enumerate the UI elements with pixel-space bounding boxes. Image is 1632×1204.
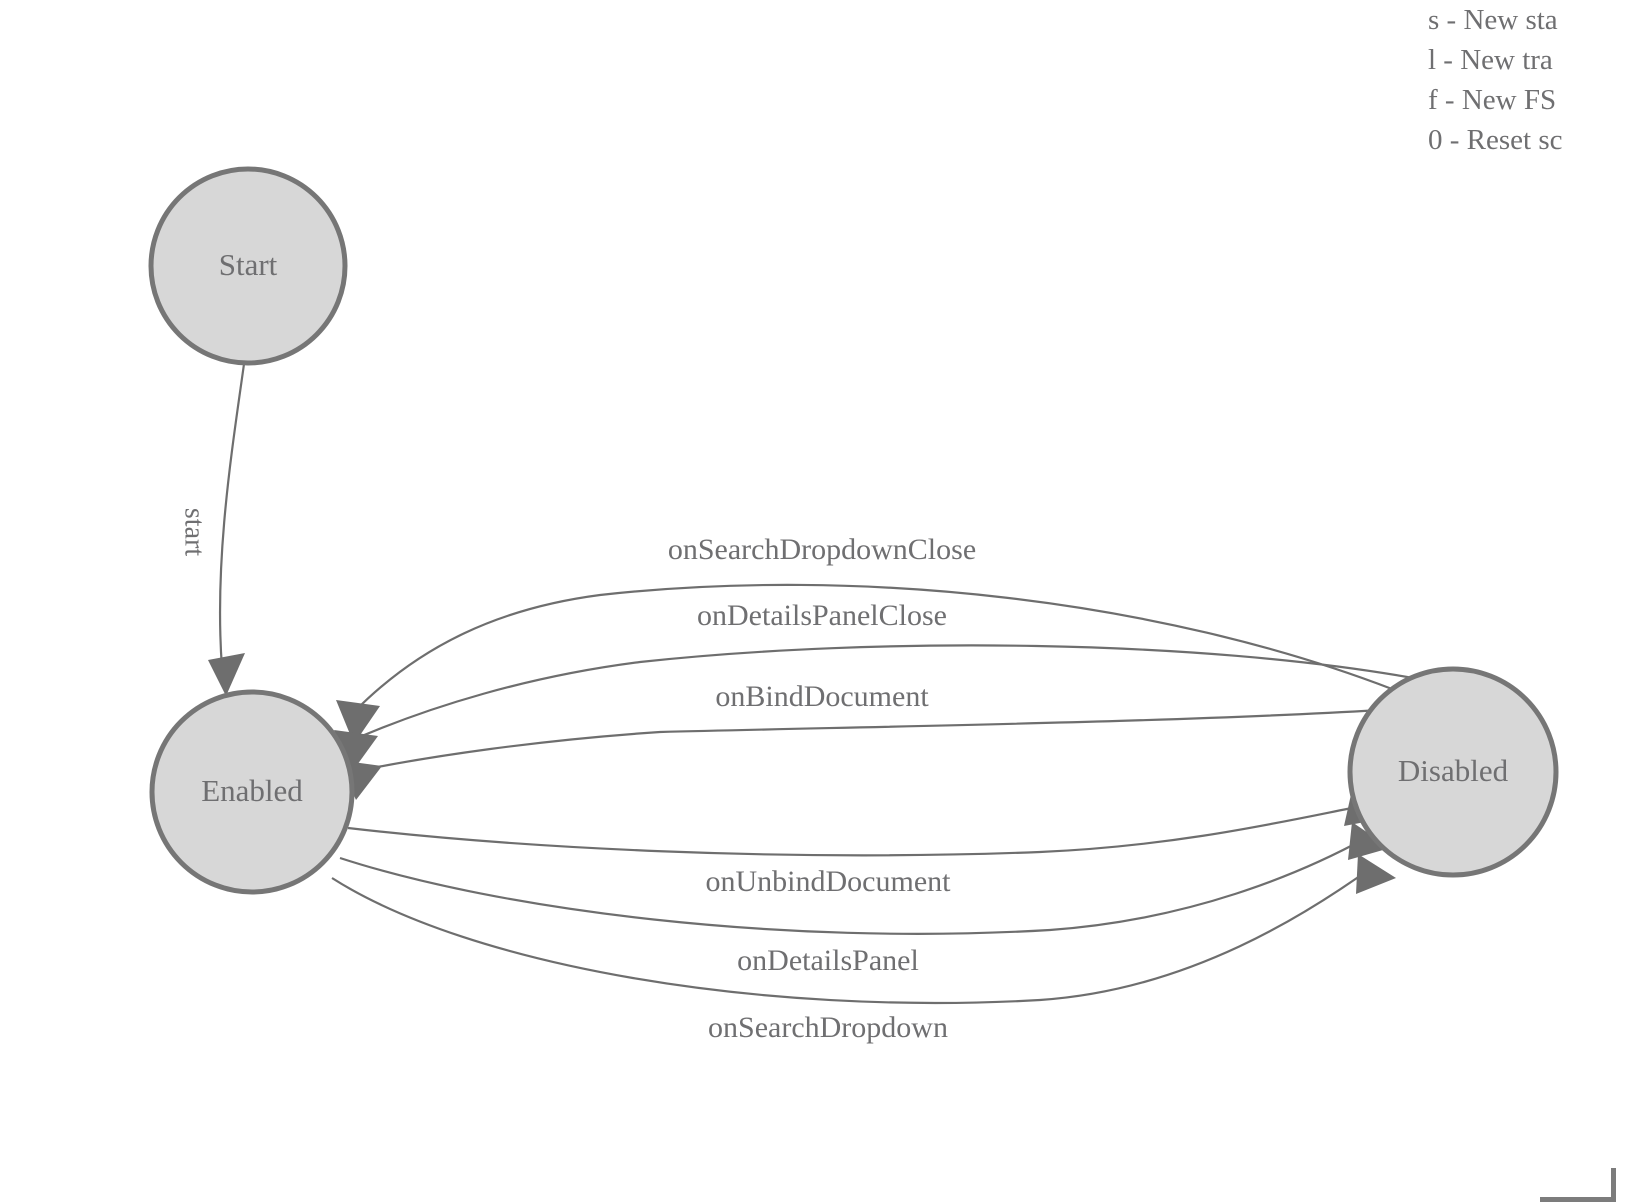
edge-label-e-detailspanelclose[interactable]: onDetailsPanelClose (697, 599, 947, 632)
state-circle[interactable] (1347, 666, 1559, 878)
arrowhead-icon (208, 653, 245, 696)
edge-line[interactable] (351, 708, 1381, 774)
edge-e-detailspanelclose[interactable] (334, 644, 1414, 772)
edge-line[interactable] (331, 865, 1375, 1005)
arrowhead-icon (336, 700, 380, 744)
arrowhead-icon (334, 730, 378, 772)
edge-e-searchdropdownclose[interactable] (336, 583, 1393, 744)
state-circle[interactable] (148, 166, 348, 366)
edge-line[interactable] (347, 644, 1414, 744)
edge-e-detailspanel[interactable] (339, 822, 1390, 935)
state-label: Disabled (1398, 753, 1509, 788)
help-line-0: s - New sta (1428, 4, 1558, 36)
help-line-3: 0 - Reset sc (1428, 124, 1563, 156)
edge-line[interactable] (353, 583, 1393, 713)
canvas-frame-corner (1540, 1168, 1616, 1202)
edge-e-start[interactable] (208, 363, 246, 696)
edge-label-e-searchdropdownclose[interactable]: onSearchDropdownClose (668, 533, 976, 566)
state-label: Start (219, 247, 278, 282)
state-node-start[interactable]: Start (148, 166, 348, 366)
edge-labels-layer: start onSearchDropdownClose onDetailsPanel… (179, 508, 977, 1044)
help-overlay: s - New sta l - New tra f - New FS 0 - Rese… (1428, 0, 1632, 160)
edge-label-e-unbinddocument[interactable]: onUnbindDocument (706, 865, 952, 898)
edge-label-e-searchdropdown[interactable]: onSearchDropdown (708, 1011, 948, 1044)
edge-line[interactable] (218, 363, 246, 669)
edge-line[interactable] (339, 837, 1367, 935)
state-node-disabled[interactable]: Disabled (1347, 666, 1559, 878)
edge-line[interactable] (347, 804, 1363, 857)
help-line-1: l - New tra (1428, 44, 1553, 76)
edge-label-e-binddocument[interactable]: onBindDocument (715, 680, 929, 713)
edge-label-e-start[interactable]: start (179, 508, 210, 556)
edge-e-binddocument[interactable] (338, 708, 1381, 800)
arrowhead-icon (1348, 822, 1390, 860)
state-circle[interactable] (149, 689, 355, 895)
arrowhead-icon (1356, 854, 1396, 894)
edge-e-searchdropdown[interactable] (331, 854, 1396, 1005)
state-label: Enabled (201, 773, 303, 808)
help-line-2: f - New FS (1428, 84, 1557, 116)
state-node-enabled[interactable]: Enabled (149, 689, 355, 895)
edge-label-e-detailspanel[interactable]: onDetailsPanel (737, 944, 919, 977)
edge-e-unbinddocument[interactable] (347, 790, 1386, 857)
